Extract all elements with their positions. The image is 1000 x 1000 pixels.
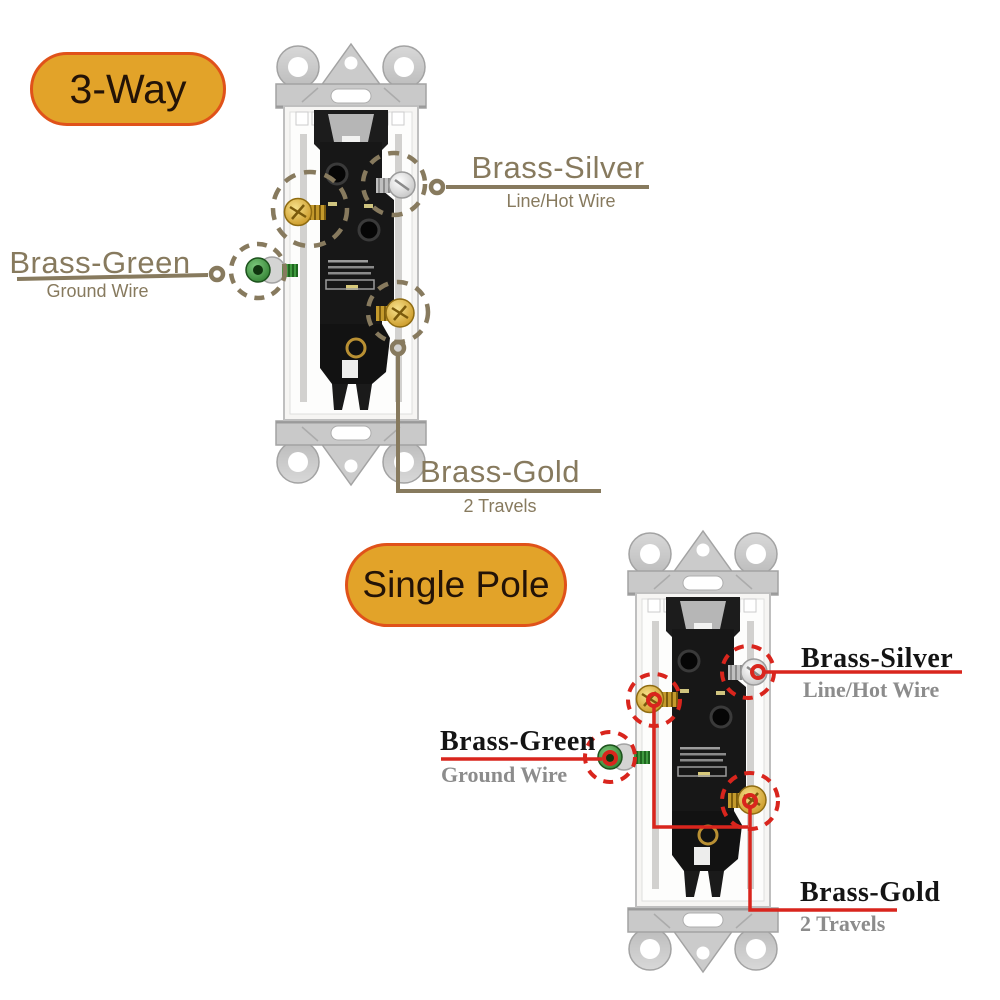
top-brass-gold-title: Brass-Gold [419,454,581,489]
highlight-circle-silver [360,150,428,218]
top-annotations [16,150,649,493]
callout-line-gold-bottom [748,808,897,912]
callout-ring-gold-top [646,692,662,708]
callout-ring-green [602,750,618,766]
callout-ring-silver [750,664,766,680]
callout-line-gold-top [652,707,748,829]
bottom-brass-gold-subtitle: 2 Travels [800,911,886,936]
top-brass-silver-title: Brass-Silver [471,150,645,185]
callout-ring-green [208,265,226,283]
callout-line-gold [396,355,601,493]
highlight-circle-brass-top [270,169,350,249]
bottom-brass-green-title: Brass-Green [440,726,596,757]
bottom-brass-silver-title: Brass-Silver [801,643,954,674]
top-brass-silver-subtitle: Line/Hot Wire [506,191,616,211]
highlight-circle-green [583,730,637,784]
badge-3-way: 3-Way [30,52,226,126]
bottom-brass-gold-title: Brass-Gold [800,877,941,908]
callout-ring-silver [428,178,446,196]
badge-single-pole: Single Pole [345,543,567,627]
highlight-circle-green [228,241,288,301]
callout-ring-gold [389,339,407,357]
bottom-brass-silver-subtitle: Line/Hot Wire [803,677,940,702]
badge-single-pole-label: Single Pole [362,564,550,605]
callout-ring-gold-bottom [742,793,758,809]
bottom-brass-green-subtitle: Ground Wire [441,762,568,787]
top-brass-green-title: Brass-Green [9,245,191,280]
callout-line-green [16,273,209,281]
bottom-annotations [441,644,962,912]
badge-3-way-label: 3-Way [69,65,187,112]
top-brass-green-subtitle: Ground Wire [46,281,149,301]
top-brass-gold-subtitle: 2 Travels [463,496,537,516]
